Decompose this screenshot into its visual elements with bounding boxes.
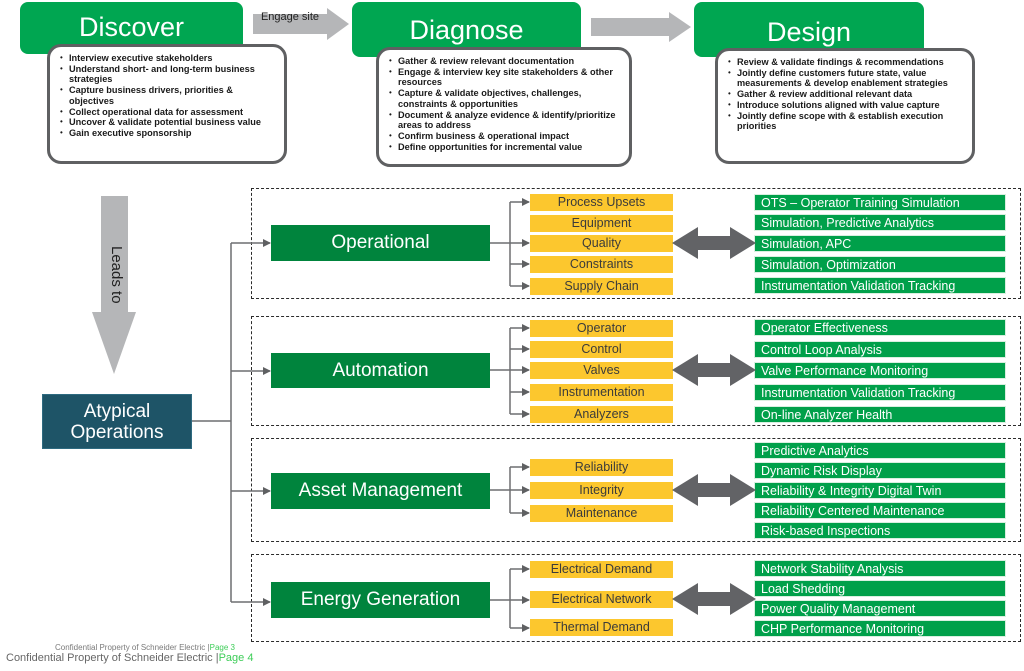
bullet: Interview executive stakeholders [60,53,276,64]
bullet: Define opportunities for incremental val… [389,142,621,153]
footer-line-2: Confidential Property of Schneider Elect… [6,652,253,664]
solution-item: Simulation, APC [754,235,1006,252]
solution-item: Simulation, Optimization [754,256,1006,273]
solution-item: Dynamic Risk Display [754,462,1006,479]
sub-item: Instrumentation [530,384,673,401]
solution-item: On-line Analyzer Health [754,406,1006,423]
category-operational: Operational [271,225,490,261]
sub-item: Process Upsets [530,194,673,211]
sub-item: Constraints [530,256,673,273]
sub-item: Integrity [530,482,673,499]
bullet: Gain executive sponsorship [60,128,276,139]
bullet: Collect operational data for assessment [60,107,276,118]
diagnose-to-design-arrow [591,12,693,42]
footer-page: Page 3 [209,643,235,652]
solution-item: Load Shedding [754,580,1006,597]
footer-page: Page 4 [218,652,254,664]
footer-line-1: Confidential Property of Schneider Elect… [55,643,235,652]
solution-item: Risk-based Inspections [754,522,1006,539]
phase-discover-bullets: Interview executive stakeholders Underst… [60,53,276,139]
category-asset-management: Asset Management [271,473,490,509]
solution-item: Operator Effectiveness [754,319,1006,336]
solution-item: Network Stability Analysis [754,560,1006,577]
sub-item: Operator [530,320,673,337]
solution-item: Predictive Analytics [754,442,1006,459]
sub-item: Maintenance [530,505,673,522]
bullet: Gather & review additional relevant data [728,89,964,100]
group-asset-management [251,438,1021,542]
solution-item: Instrumentation Validation Tracking [754,384,1006,401]
phase-discover-title: Discover [78,12,185,42]
arrow-shaft [591,18,671,36]
bullet: Jointly define scope with & establish ex… [728,111,964,132]
sub-item: Analyzers [530,406,673,423]
phase-diagnose-bullets: Gather & review relevant documentation E… [389,56,621,153]
sub-item: Equipment [530,215,673,232]
bullet: Engage & interview key site stakeholders… [389,67,621,88]
group-energy-generation [251,554,1021,642]
phase-discover-box: Interview executive stakeholders Underst… [47,44,287,164]
arrow-head [669,12,691,42]
bullet: Gather & review relevant documentation [389,56,621,67]
bullet: Introduce solutions aligned with value c… [728,100,964,111]
bullet: Confirm business & operational impact [389,131,621,142]
solution-item: CHP Performance Monitoring [754,620,1006,637]
phase-design-box: Review & validate findings & recommendat… [715,48,975,164]
phase-diagnose-box: Gather & review relevant documentation E… [376,47,632,167]
sub-item: Reliability [530,459,673,476]
bullet: Capture & validate objectives, challenge… [389,88,621,109]
sub-item: Valves [530,362,673,379]
solution-item: Power Quality Management [754,600,1006,617]
sub-item: Control [530,341,673,358]
solution-item: Simulation, Predictive Analytics [754,214,1006,231]
engage-site-label: Engage site [260,11,320,23]
arrow-head [327,8,349,40]
phase-design-title: Design [766,17,852,47]
arrow-shaft [101,196,128,314]
phase-design-header: Design [694,2,924,57]
arrow-head [92,312,136,374]
solution-item: Control Loop Analysis [754,341,1006,358]
category-label: Asset Management [298,480,463,501]
leads-to-label: Leads to [108,246,125,304]
sub-item: Electrical Network [530,591,673,608]
root-line1: Atypical [83,400,151,422]
phase-diagnose-title: Diagnose [409,15,524,45]
category-label: Energy Generation [300,589,461,610]
atypical-operations-node: Atypical Operations [42,394,192,449]
bullet: Document & analyze evidence & identify/p… [389,110,621,131]
bullet: Uncover & validate potential business va… [60,117,276,128]
category-label: Operational [331,232,430,253]
category-energy-generation: Energy Generation [271,582,490,618]
solution-item: OTS – Operator Training Simulation [754,194,1006,211]
sub-item: Supply Chain [530,278,673,295]
sub-item: Quality [530,235,673,252]
engage-site-arrow: Engage site [253,8,349,40]
sub-item: Thermal Demand [530,619,673,636]
category-label: Automation [332,359,429,381]
solution-item: Reliability Centered Maintenance [754,502,1006,519]
footer-text: Confidential Property of Schneider Elect… [6,652,219,664]
phase-design-bullets: Review & validate findings & recommendat… [728,57,964,132]
footer-text: Confidential Property of Schneider Elect… [55,643,210,652]
bullet: Review & validate findings & recommendat… [728,57,964,68]
sub-item: Electrical Demand [530,561,673,578]
solution-item: Instrumentation Validation Tracking [754,277,1006,294]
root-line2: Operations [70,421,164,443]
bullet: Understand short- and long-term business… [60,64,276,85]
bullet: Jointly define customers future state, v… [728,68,964,89]
solution-item: Valve Performance Monitoring [754,362,1006,379]
solution-item: Reliability & Integrity Digital Twin [754,482,1006,499]
bullet: Capture business drivers, priorities & o… [60,85,276,106]
arrow-shaft [253,14,329,34]
category-automation: Automation [271,353,490,388]
